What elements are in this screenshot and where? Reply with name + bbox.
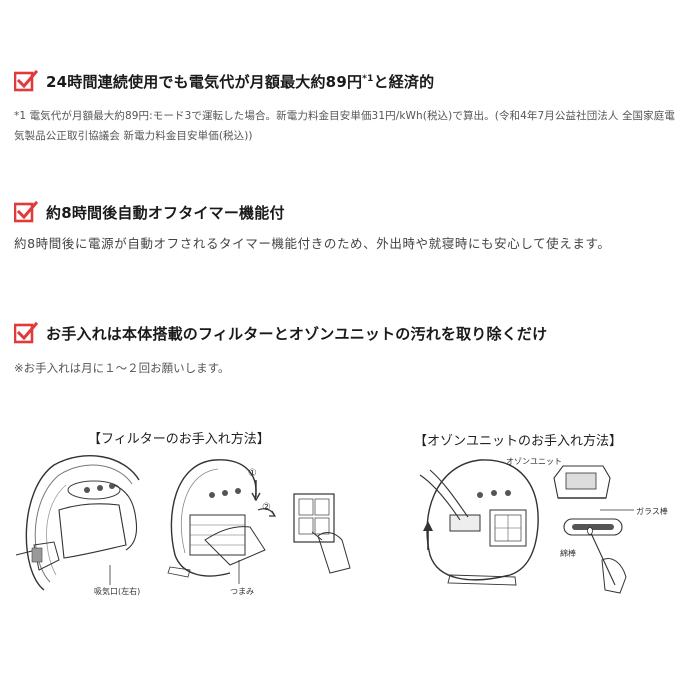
leader-line-intake [109, 565, 111, 585]
feature-timer-heading: 約8時間後自動オフタイマー機能付 [14, 201, 690, 223]
feature-maintenance: お手入れは本体搭載のフィルターとオゾンユニットの汚れを取り除くだけ ※お手入れは… [14, 322, 690, 376]
check-icon [14, 70, 38, 92]
step-2-label: ② [262, 502, 271, 513]
feature-timer-body: 約8時間後に電源が自動オフされるタイマー機能付きのため、外出時や就寝時にも安心し… [14, 236, 611, 251]
feature-timer: 約8時間後自動オフタイマー機能付 約8時間後に電源が自動オフされるタイマー機能付… [14, 201, 690, 256]
label-glass-rod: ガラス棒 [636, 507, 668, 516]
feature-economy: 24時間連続使用でも電気代が月額最大約89円*1と経済的 *1 電気代が月額最大… [14, 70, 690, 146]
feature-timer-title: 約8時間後自動オフタイマー機能付 [46, 203, 285, 222]
label-cotton-swab: 綿棒 [560, 549, 576, 558]
leader-line-glass [600, 509, 634, 511]
check-icon [14, 322, 38, 344]
feature-maintenance-title: お手入れは本体搭載のフィルターとオゾンユニットの汚れを取り除くだけ [46, 324, 548, 343]
feature-economy-note: *1 電気代が月額最大約89円:モード3で運転した場合。新電力料金目安単価31円… [14, 110, 675, 142]
label-ozone-unit: オゾンユニット [506, 457, 562, 466]
feature-economy-heading: 24時間連続使用でも電気代が月額最大約89円*1と経済的 [14, 70, 690, 92]
leader-line-knob [238, 560, 240, 584]
feature-economy-title: 24時間連続使用でも電気代が月額最大約89円*1と経済的 [46, 72, 435, 91]
step-1-label: ① [248, 468, 257, 479]
ozone-illustration-swab [563, 518, 627, 594]
ozone-illustration-device [419, 459, 539, 586]
feature-maintenance-heading: お手入れは本体搭載のフィルターとオゾンユニットの汚れを取り除くだけ [14, 322, 690, 344]
filter-illustration-intake [15, 454, 140, 591]
label-intake: 吸気口(左右) [94, 587, 141, 596]
filter-diagram-title: 【フィルターのお手入れ方法】 [88, 432, 270, 447]
label-knob: つまみ [230, 587, 254, 596]
filter-illustration-clean [293, 493, 351, 574]
ozone-illustration-unit [553, 465, 611, 499]
ozone-diagram-title: 【オゾンユニットのお手入れ方法】 [414, 434, 623, 449]
filter-illustration-remove [167, 459, 277, 578]
feature-maintenance-note: ※お手入れは月に１～２回お願いします。 [14, 361, 230, 375]
check-icon [14, 201, 38, 223]
